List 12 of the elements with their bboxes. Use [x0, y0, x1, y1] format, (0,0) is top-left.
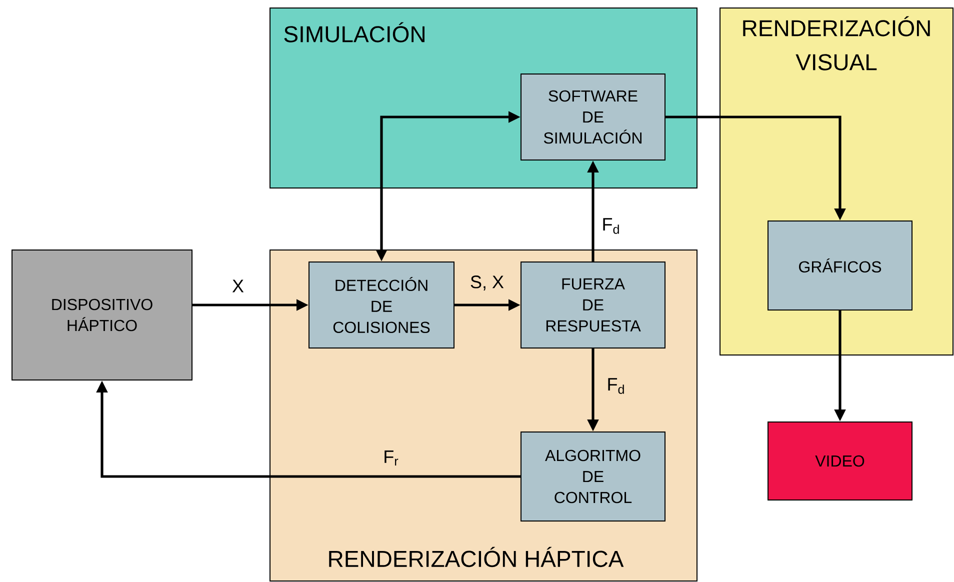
process-box: DISPOSITIVO HÁPTICO: [12, 250, 192, 380]
edge-label: S, X: [470, 276, 504, 290]
edge-label: F$_{d}$: [608, 378, 624, 394]
edge-label: F$_{r}$: [384, 450, 398, 466]
process-box: VIDEO: [768, 422, 912, 500]
process-box: ALGORITMO DE CONTROL: [520, 432, 666, 522]
process-box: FUERZA DE RESPUESTA: [520, 262, 666, 348]
process-box: DETECCIÓN DE COLISIONES: [308, 262, 454, 348]
edge-label: X: [232, 280, 244, 292]
process-box: SOFTWARE DE SIMULACIÓN: [520, 74, 666, 160]
edge-label: F$_{d}$: [603, 218, 619, 234]
process-box: GRÁFICOS: [768, 220, 912, 310]
